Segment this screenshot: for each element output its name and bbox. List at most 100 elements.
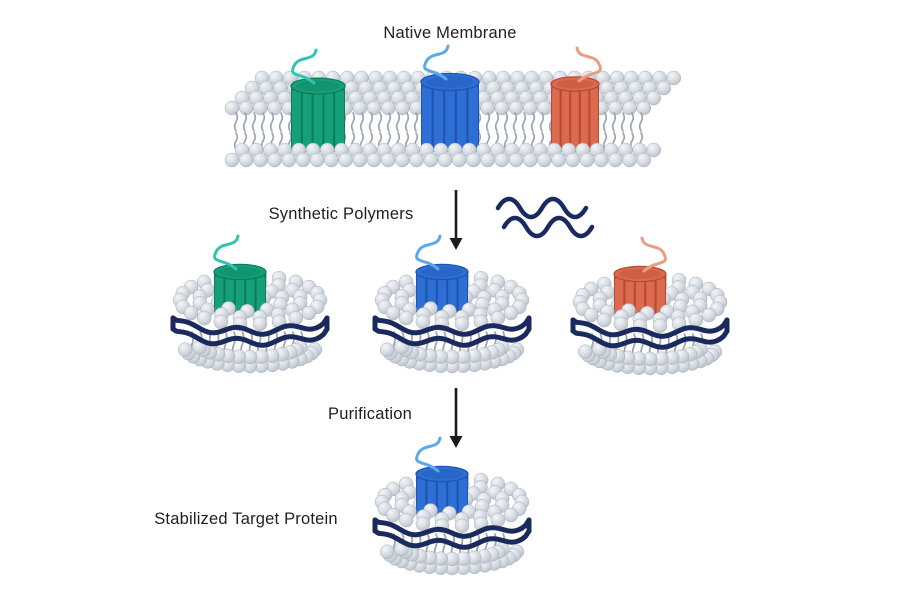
lipid-head bbox=[238, 152, 254, 168]
lipid-head bbox=[636, 100, 652, 116]
lipid-tail bbox=[251, 112, 257, 132]
lipid-head bbox=[701, 307, 717, 323]
nanodisc-blue bbox=[372, 234, 532, 374]
lipid-head bbox=[415, 516, 431, 532]
lipid-head bbox=[423, 152, 439, 168]
lipid-head bbox=[593, 152, 609, 168]
label-native-membrane: Native Membrane bbox=[383, 24, 517, 42]
nanodisc-orange bbox=[570, 236, 730, 376]
lipid-head bbox=[490, 310, 506, 326]
polymer-band-ring bbox=[570, 328, 730, 350]
lipid-head bbox=[252, 316, 268, 332]
polymer-band-ring bbox=[570, 317, 730, 339]
lipid-tail bbox=[242, 112, 248, 132]
label-synthetic-polymers: Synthetic Polymers bbox=[268, 205, 414, 223]
lipid-head bbox=[415, 314, 431, 330]
lipid-tail bbox=[503, 132, 509, 150]
lipid-head bbox=[551, 152, 566, 168]
nanodisc-protein-orange bbox=[613, 236, 667, 317]
label-purification: Purification bbox=[327, 405, 413, 423]
lipid-head bbox=[366, 100, 382, 116]
disc-lipid-bottom-layer bbox=[577, 341, 723, 376]
lipid-tail bbox=[368, 112, 374, 132]
lipid-head bbox=[454, 316, 470, 332]
lipid-tail bbox=[269, 112, 275, 132]
lipid-head bbox=[622, 100, 637, 116]
lipid-head bbox=[596, 312, 612, 328]
lipid-head bbox=[522, 152, 538, 168]
lipid-tail bbox=[260, 112, 266, 132]
lipid-head bbox=[385, 305, 401, 321]
nanodisc-target-blue bbox=[372, 436, 532, 576]
lipid-tail bbox=[395, 112, 401, 132]
polymer-band-ring bbox=[372, 528, 532, 550]
protein-loop bbox=[640, 236, 667, 273]
disc-lipid-bottom-layer bbox=[177, 339, 323, 374]
lipid-head bbox=[379, 342, 395, 357]
lipid-head bbox=[288, 310, 304, 326]
lipid-head bbox=[608, 100, 623, 116]
lipid-head bbox=[338, 152, 353, 168]
lipid-head bbox=[466, 152, 481, 168]
lipid-tail bbox=[404, 132, 410, 150]
lipid-tail bbox=[386, 112, 392, 132]
lipid-head bbox=[622, 152, 637, 168]
membrane-protein-green bbox=[290, 48, 346, 153]
disc-polymer-band bbox=[372, 315, 532, 348]
lipid-tail bbox=[602, 132, 608, 150]
lipid-head bbox=[398, 512, 414, 528]
lipid-tail bbox=[539, 112, 545, 132]
protein-loop bbox=[415, 436, 442, 473]
lipid-tail bbox=[278, 112, 284, 132]
membrane-protein-orange bbox=[550, 46, 602, 153]
lipid-head bbox=[253, 152, 268, 168]
lipid-head bbox=[494, 152, 510, 168]
disc-polymer-band bbox=[570, 317, 730, 350]
disc-polymer-band bbox=[170, 315, 330, 348]
lipid-head bbox=[352, 100, 368, 116]
disc-lipid-top-layer-front bbox=[385, 301, 519, 332]
disc-polymer-band bbox=[372, 517, 532, 550]
lipid-head bbox=[646, 90, 662, 106]
membrane-lipid-bottom-layer bbox=[224, 142, 662, 168]
lipid-head bbox=[379, 544, 395, 559]
lipid-tail bbox=[233, 132, 239, 150]
lipid-tail bbox=[521, 112, 527, 132]
disc-lipid-top-layer-front bbox=[583, 303, 717, 334]
lipid-tail bbox=[629, 112, 635, 132]
lipid-head bbox=[537, 152, 552, 168]
protein-loop bbox=[415, 234, 442, 271]
lipid-tail bbox=[503, 112, 509, 132]
lipid-tail bbox=[494, 112, 500, 132]
lipid-head bbox=[565, 152, 581, 168]
lipid-head bbox=[652, 318, 668, 334]
native-membrane-illustration bbox=[224, 44, 682, 168]
lipid-head bbox=[409, 152, 424, 168]
lipid-head bbox=[656, 80, 672, 96]
lipid-head bbox=[385, 507, 401, 523]
label-stabilized-target-protein: Stabilized Target Protein bbox=[154, 510, 338, 528]
lipid-head bbox=[636, 152, 652, 168]
lipid-tail bbox=[620, 112, 626, 132]
lipid-head bbox=[508, 100, 524, 116]
lipid-head bbox=[579, 152, 595, 168]
lipid-head bbox=[503, 507, 519, 523]
disc-lipid-bottom-layer bbox=[379, 541, 525, 576]
lipid-head bbox=[177, 342, 193, 357]
down-arrow-1 bbox=[449, 190, 463, 250]
lipid-head bbox=[295, 152, 311, 168]
lipid-head bbox=[688, 312, 704, 328]
nanodisc-protein-blue bbox=[415, 234, 469, 315]
lipid-head bbox=[451, 152, 467, 168]
down-arrow-2 bbox=[449, 388, 463, 448]
membrane-protein-blue bbox=[420, 44, 480, 153]
lipid-head bbox=[583, 307, 599, 323]
lipid-head bbox=[395, 152, 410, 168]
disc-lipid-top-layer-front bbox=[385, 503, 519, 534]
lipid-head bbox=[522, 100, 538, 116]
lipid-head bbox=[301, 305, 317, 321]
lipid-head bbox=[508, 152, 524, 168]
lipid-head bbox=[490, 512, 506, 528]
lipid-tail bbox=[413, 112, 419, 132]
